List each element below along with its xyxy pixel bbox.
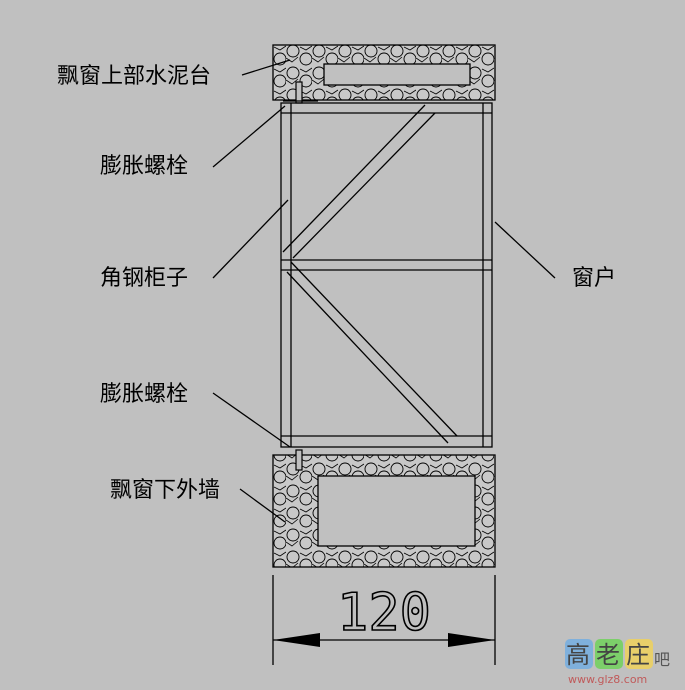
watermark-url: www.glz8.com: [568, 673, 647, 686]
leader-lines: [212, 59, 556, 523]
dimension-text: 120: [337, 583, 431, 643]
bolt-bottom: [295, 449, 303, 471]
label-bolt-bottom: 膨胀螺栓: [100, 382, 188, 407]
bottom-wall-block: [272, 454, 496, 568]
label-top-concrete: 飘窗上部水泥台: [57, 64, 211, 89]
svg-text:吧: 吧: [654, 650, 670, 669]
bolt-top: [295, 81, 303, 104]
label-angle-steel-frame: 角钢柜子: [100, 266, 188, 291]
watermark-logo: 高 老 庄 吧 www.glz8.com: [565, 639, 670, 686]
label-bolt-top: 膨胀螺栓: [100, 154, 188, 179]
top-concrete-block: [272, 44, 496, 101]
dimension-120: 120: [272, 575, 496, 665]
label-bottom-wall: 飘窗下外墙: [110, 478, 220, 503]
svg-text:高: 高: [566, 641, 590, 669]
angle-steel-frame: [280, 102, 493, 448]
svg-text:老: 老: [596, 641, 620, 669]
svg-text:庄: 庄: [626, 641, 650, 669]
arrow-right-icon: [448, 633, 495, 647]
arrow-left-icon: [273, 633, 320, 647]
label-window: 窗户: [572, 266, 616, 291]
